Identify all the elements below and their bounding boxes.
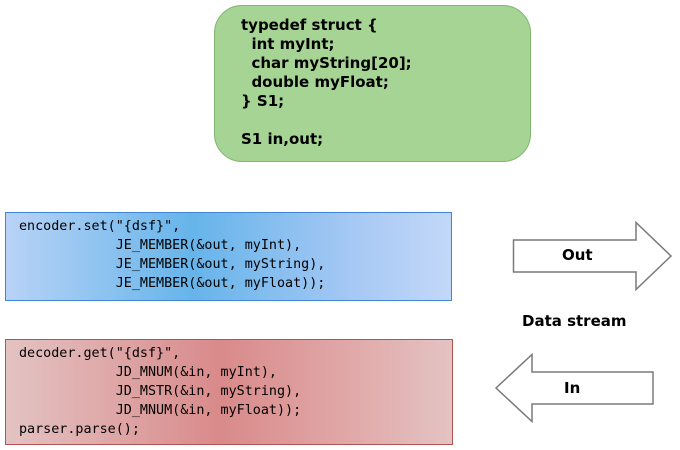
struct-line: typedef struct { [241, 16, 378, 34]
struct-line: int myInt; [241, 35, 335, 53]
encoder-code-box: encoder.set("{dsf}", JE_MEMBER(&out, myI… [5, 212, 452, 301]
struct-line [241, 110, 412, 129]
decoder-line: JD_MSTR(&in, myString), [19, 384, 302, 399]
encoder-line: encoder.set("{dsf}", [19, 219, 181, 234]
decoder-line: JD_MNUM(&in, myFloat)); [19, 403, 302, 418]
decoder-line: decoder.get("{dsf}", [19, 346, 181, 361]
struct-definition-box: typedef struct { int myInt; char myStrin… [214, 5, 531, 162]
decoder-line: JD_MNUM(&in, myInt), [19, 365, 277, 380]
out-label: Out [562, 246, 593, 264]
decoder-line: parser.parse(); [19, 422, 140, 437]
encoder-line: JE_MEMBER(&out, myString), [19, 257, 326, 272]
struct-line: S1 in,out; [241, 130, 324, 148]
encoder-line: JE_MEMBER(&out, myInt), [19, 238, 302, 253]
data-stream-caption: Data stream [522, 312, 627, 330]
decoder-code-box: decoder.get("{dsf}", JD_MNUM(&in, myInt)… [5, 339, 453, 445]
encoder-line: JE_MEMBER(&out, myFloat)); [19, 276, 326, 291]
out-arrow-icon [512, 221, 673, 291]
struct-line: double myFloat; [241, 73, 389, 91]
struct-line: } S1; [241, 92, 285, 110]
in-label: In [564, 379, 581, 397]
in-arrow-icon [494, 353, 654, 423]
struct-line: char myString[20]; [241, 54, 412, 72]
struct-code: typedef struct { int myInt; char myStrin… [241, 15, 412, 148]
